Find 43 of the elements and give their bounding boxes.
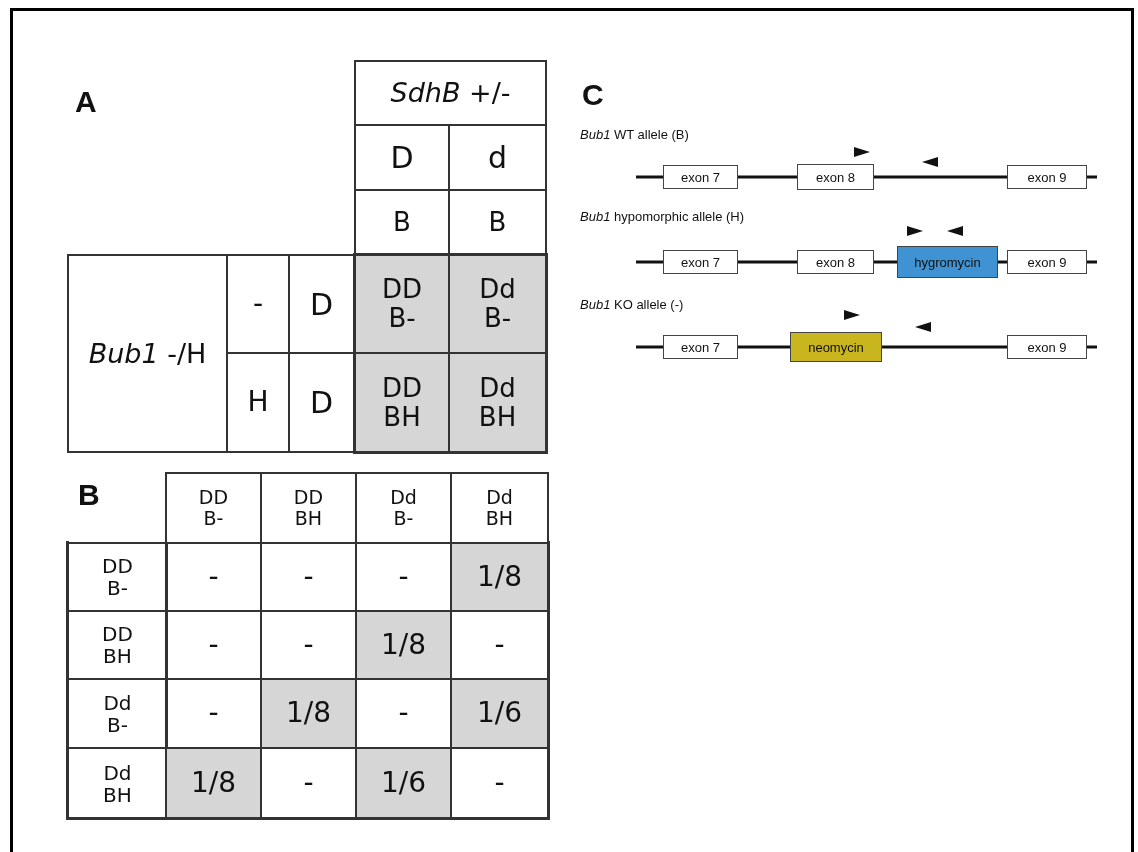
- allele-title: Bub1 hypomorphic allele (H): [580, 209, 746, 226]
- frequency-cell: 1/8: [260, 678, 357, 749]
- gene-line: [874, 260, 897, 264]
- exon-box: exon 9: [1007, 335, 1087, 359]
- gene-line: [636, 175, 663, 179]
- exon-box: exon 8: [797, 250, 874, 274]
- panel-letter: A: [75, 85, 98, 120]
- frequency-cell: 1/8: [165, 747, 262, 820]
- genotype-header-cell: DD B-: [165, 472, 262, 544]
- genotype-header-cell: DD B-: [67, 542, 168, 612]
- gene-line: [998, 260, 1007, 264]
- allele-title: Bub1 WT allele (B): [580, 127, 690, 144]
- panel-letter: B: [78, 478, 101, 513]
- allele-title: Bub1 KO allele (-): [580, 297, 685, 314]
- genotype-cell: Dd BH: [448, 352, 547, 453]
- exon-box: exon 9: [1007, 250, 1087, 274]
- gene-line: [738, 345, 790, 349]
- gene-line: [738, 260, 797, 264]
- gene-line: [636, 260, 663, 264]
- frequency-cell: 1/8: [355, 610, 452, 680]
- cassette-box: hygromycin: [897, 246, 998, 278]
- gene-line: [1087, 260, 1097, 264]
- gene-line: [882, 345, 1007, 349]
- exon-box: exon 7: [663, 250, 738, 274]
- genotype-cell: SdhB +/-: [354, 60, 547, 126]
- gene-line: [738, 175, 797, 179]
- gene-line: [1087, 175, 1097, 179]
- frequency-cell: 1/6: [450, 678, 549, 749]
- frequency-cell: 1/8: [450, 542, 549, 612]
- exon-box: exon 8: [797, 164, 874, 190]
- exon-box: exon 9: [1007, 165, 1087, 189]
- frequency-cell: 1/6: [355, 747, 452, 820]
- panel-letter: C: [582, 78, 605, 113]
- gene-line: [874, 175, 1007, 179]
- genotype-cell: Bub1 -/H: [67, 254, 228, 453]
- genotype-cell: DD BH: [354, 352, 450, 453]
- genotype-cell: DD B-: [354, 254, 450, 354]
- exon-box: exon 7: [663, 335, 738, 359]
- exon-box: exon 7: [663, 165, 738, 189]
- gene-line: [636, 345, 663, 349]
- cassette-box: neomycin: [790, 332, 882, 362]
- gene-line: [1087, 345, 1097, 349]
- genotype-cell: Dd B-: [448, 254, 547, 354]
